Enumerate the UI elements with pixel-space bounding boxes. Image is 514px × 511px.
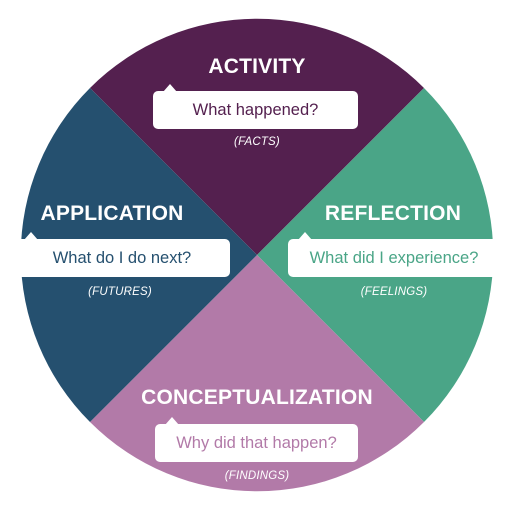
application-tag: (FUTURES) bbox=[88, 286, 152, 298]
reflection-question-bubble: What did I experience? bbox=[288, 232, 500, 277]
conceptualization-bubble-tail bbox=[165, 417, 179, 425]
activity-bubble-tail bbox=[163, 84, 177, 92]
reflection-tag: (FEELINGS) bbox=[360, 286, 428, 298]
activity-question-bubble: What happened? bbox=[153, 84, 358, 129]
conceptualization-tag: (FINDINGS) bbox=[224, 470, 290, 482]
activity-tag: (FACTS) bbox=[234, 136, 280, 148]
activity-quadrant bbox=[90, 18, 424, 255]
reflection-title: REFLECTION bbox=[324, 202, 462, 225]
activity-question: What happened? bbox=[192, 100, 319, 119]
activity-title: ACTIVITY bbox=[208, 55, 306, 78]
application-question: What do I do next? bbox=[52, 248, 192, 267]
application-bubble-tail bbox=[24, 232, 38, 240]
conceptualization-question: Why did that happen? bbox=[176, 433, 337, 452]
conceptualization-title: CONCEPTUALIZATION bbox=[141, 386, 373, 409]
application-question-bubble: What do I do next? bbox=[14, 232, 230, 277]
conceptualization-question-bubble: Why did that happen? bbox=[155, 417, 358, 462]
reflection-question: What did I experience? bbox=[309, 248, 479, 267]
application-title: APPLICATION bbox=[40, 202, 184, 225]
reflection-bubble-tail bbox=[298, 232, 312, 240]
